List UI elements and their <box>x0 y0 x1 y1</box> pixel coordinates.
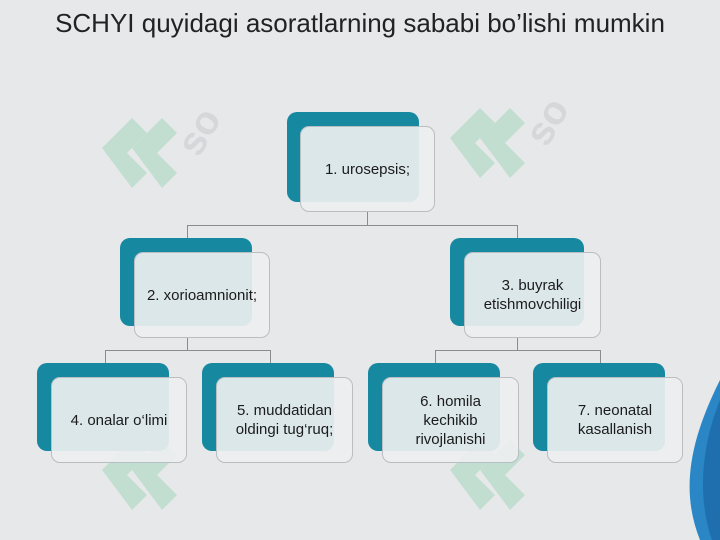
node-neonatal-kasallanish: 7. neonatal kasallanish <box>547 377 683 463</box>
connector-to-n6 <box>435 350 436 363</box>
connector-level1-bar <box>187 225 517 226</box>
svg-text:so: so <box>517 91 578 153</box>
logo-watermark-icon: so <box>450 91 578 178</box>
svg-text:so: so <box>169 101 230 163</box>
corner-decoration <box>689 380 720 540</box>
connector-to-n5 <box>270 350 271 363</box>
connector-level2-left-bar <box>105 350 270 351</box>
node-buyrak-etishmovchiligi: 3. buyrak etishmovchiligi <box>464 252 601 338</box>
connector-n3-down <box>517 338 518 350</box>
connector-to-n2 <box>187 225 188 238</box>
node-urosepsis: 1. urosepsis; <box>300 126 435 212</box>
connector-to-n4 <box>105 350 106 363</box>
connector-level2-right-bar <box>435 350 600 351</box>
connector-n2-down <box>187 338 188 350</box>
logo-watermark-icon: so <box>102 101 230 188</box>
connector-to-n7 <box>600 350 601 363</box>
slide-title: SCHYI quyidagi asoratlarning sababi bo’l… <box>55 8 665 38</box>
node-homila-kechikib-rivojlanishi: 6. homila kechikib rivojlanishi <box>382 377 519 463</box>
connector-n1-down <box>367 212 368 225</box>
connector-to-n3 <box>517 225 518 238</box>
node-muddatidan-oldingi-tugruq: 5. muddatidan oldingi tug‘ruq; <box>216 377 353 463</box>
node-xorioamnionit: 2. xorioamnionit; <box>134 252 270 338</box>
node-onalar-olimi: 4. onalar o‘limi <box>51 377 187 463</box>
